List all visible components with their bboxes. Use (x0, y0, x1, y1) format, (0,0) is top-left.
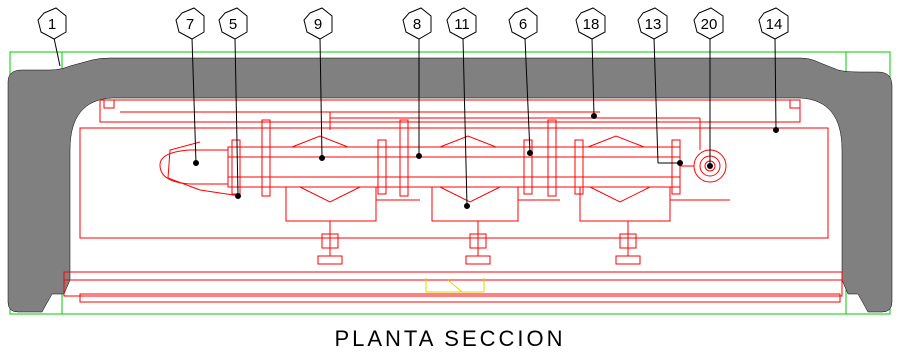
callout-9: 9 (303, 7, 333, 40)
callout-label: 1 (48, 16, 56, 33)
callout-label: 6 (519, 16, 527, 33)
callout-label: 8 (413, 16, 421, 33)
callout-label: 11 (454, 16, 470, 33)
callout-7: 7 (175, 7, 205, 40)
callout-label: 18 (583, 16, 600, 33)
wall-section (7, 57, 893, 313)
drawing-title: PLANTA SECCION (334, 326, 566, 351)
equipment-layout (63, 99, 843, 303)
callout-18: 18 (575, 7, 606, 40)
callout-label: 9 (314, 16, 322, 33)
callout-label: 14 (766, 16, 783, 33)
callout-label: 13 (645, 16, 662, 33)
callout-leaders (53, 37, 779, 209)
callout-8: 8 (402, 7, 432, 40)
callout-20: 20 (693, 7, 724, 40)
callout-1: 1 (37, 7, 67, 40)
callout-11: 11 (446, 7, 477, 40)
callout-label: 5 (229, 16, 237, 33)
callout-label: 7 (186, 16, 194, 33)
callout-14: 14 (758, 7, 789, 40)
callout-5: 5 (218, 7, 248, 40)
callout-6: 6 (508, 7, 538, 40)
floor-hatch (425, 278, 485, 293)
callout-label: 20 (701, 16, 718, 33)
callout-13: 13 (637, 7, 668, 40)
